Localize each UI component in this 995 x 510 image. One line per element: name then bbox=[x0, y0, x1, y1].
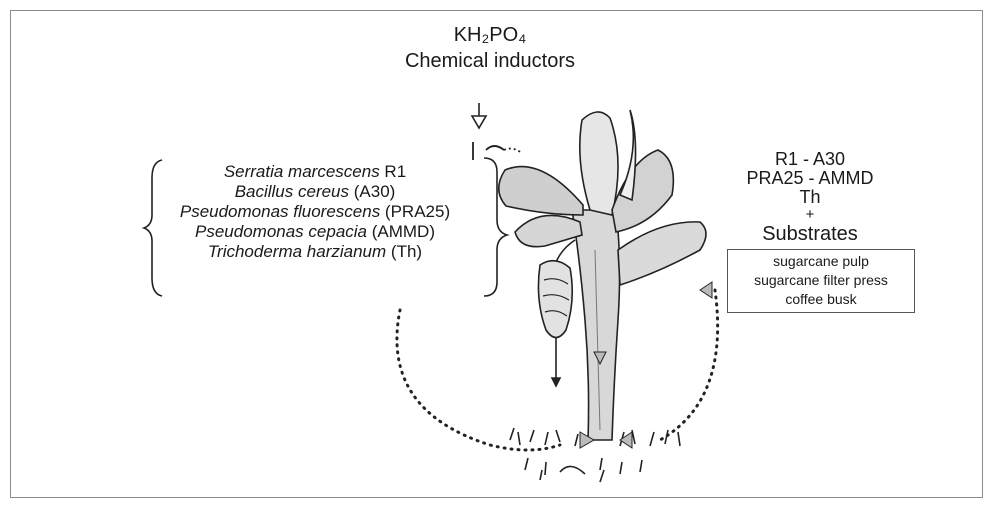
down-arrow-icon bbox=[472, 103, 486, 128]
spray-nozzle-icon bbox=[473, 142, 522, 160]
banana-plant-illustration bbox=[499, 110, 706, 440]
arrowhead-base-right bbox=[620, 432, 632, 448]
dotted-arrow-left bbox=[397, 310, 560, 450]
arrowhead-right-top bbox=[700, 282, 712, 298]
dotted-arrow-right bbox=[660, 290, 718, 440]
left-brace bbox=[144, 160, 162, 296]
